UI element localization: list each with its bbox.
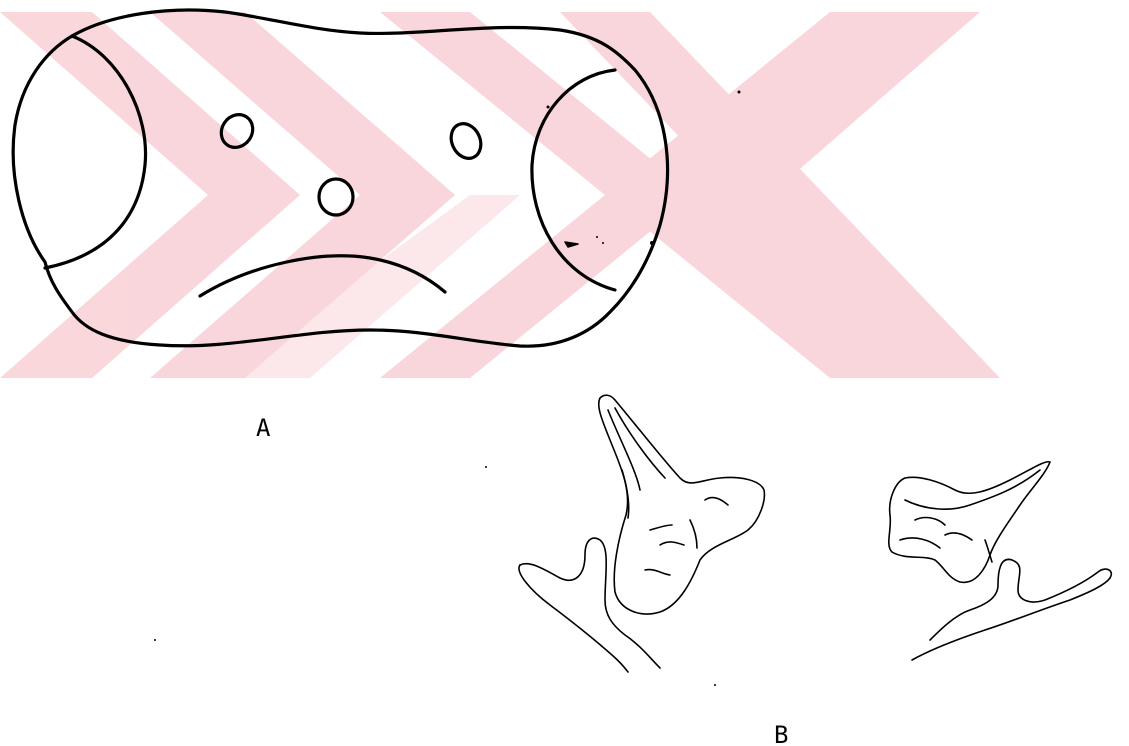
- panel-b-drawing: [154, 395, 1111, 686]
- panel-b-right-sketch: [889, 462, 1112, 660]
- hole-center: [319, 179, 353, 215]
- panel-b-left-sketch: [519, 395, 764, 672]
- hole-upper-right: [446, 119, 487, 163]
- watermark-logo: [0, 12, 1000, 378]
- panel-a-label: A: [256, 416, 270, 440]
- panel-b-label: B: [774, 723, 788, 746]
